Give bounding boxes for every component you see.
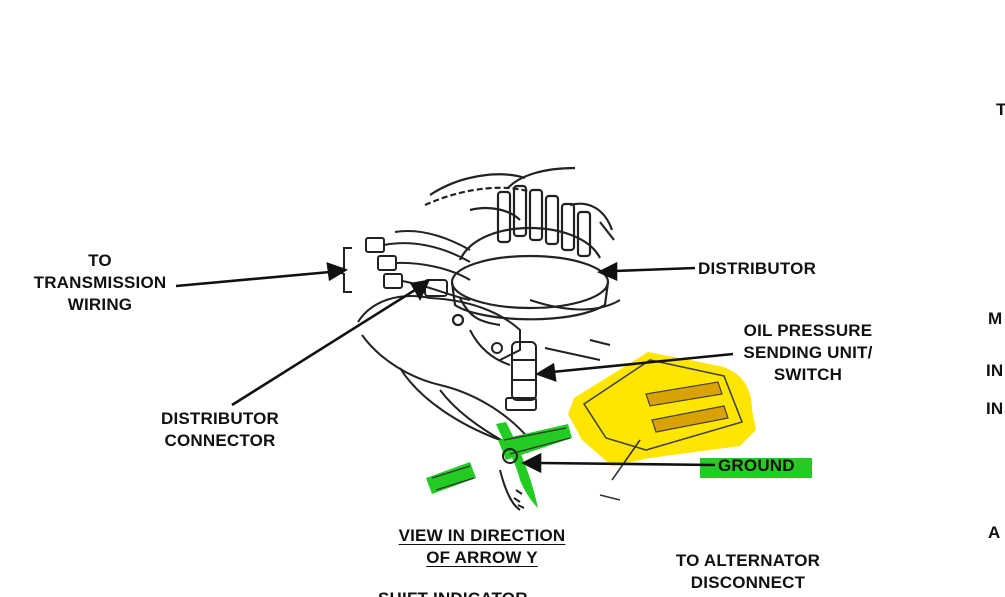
label-view-in-direction: VIEW IN DIRECTION OF ARROW Y xyxy=(398,526,566,567)
edge-fragment-5: A xyxy=(988,523,1001,542)
edge-fragment-3: IN xyxy=(986,361,1004,380)
oil-pressure-sender-drawing xyxy=(491,341,537,411)
label-to-alternator-disconnect: TO ALTERNATOR DISCONNECT xyxy=(675,551,821,592)
edge-fragment-2: M xyxy=(988,309,1003,328)
engine-block xyxy=(357,295,621,451)
yellow-highlight-sensor xyxy=(568,352,756,501)
distributor-drawing xyxy=(424,166,615,327)
edge-fragment-4: IN xyxy=(986,399,1004,418)
label-ground: GROUND xyxy=(718,456,795,475)
label-cut-off-bottom: SHIFT INDICATOR xyxy=(378,588,528,597)
label-to-transmission-wiring: TO TRANSMISSION WIRING xyxy=(33,251,167,314)
wiring-harness xyxy=(365,230,471,301)
label-distributor-connector: DISTRIBUTOR CONNECTOR xyxy=(160,409,280,450)
edge-fragment-1: T xyxy=(996,100,1005,119)
label-oil-pressure-sending-unit: OIL PRESSURE SENDING UNIT/ SWITCH xyxy=(743,321,873,384)
leader-lines xyxy=(175,261,734,474)
green-highlight-ground xyxy=(426,422,812,511)
label-distributor: DISTRIBUTOR xyxy=(698,259,817,278)
